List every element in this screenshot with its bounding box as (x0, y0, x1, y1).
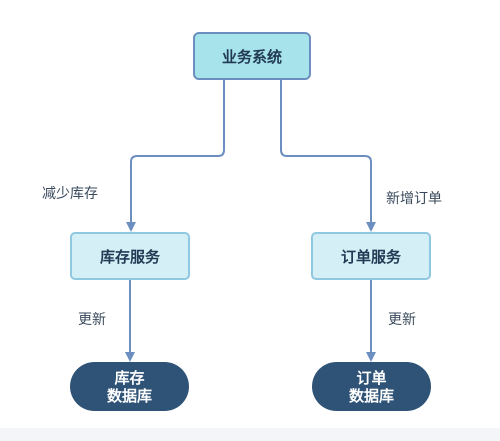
node-business-system: 业务系统 (193, 32, 311, 80)
edge-business-to-order-service (280, 80, 376, 232)
node-order-database-line1: 订单 (356, 368, 387, 387)
node-inventory-database-line1: 库存 (114, 368, 145, 387)
edge-label-add-order: 新增订单 (386, 191, 442, 207)
node-order-service: 订单服务 (311, 232, 431, 280)
node-inventory-service: 库存服务 (70, 232, 190, 280)
edge-business-to-inventory-service (126, 80, 225, 232)
edge-label-reduce-inventory: 减少库存 (42, 186, 98, 202)
node-inventory-service-label: 库存服务 (99, 247, 160, 266)
node-order-service-label: 订单服务 (340, 247, 401, 266)
bottom-strip (0, 428, 500, 441)
edge-label-inventory-update: 更新 (78, 312, 106, 328)
node-inventory-database-line2: 数据库 (106, 386, 152, 405)
edge-label-order-update: 更新 (388, 312, 416, 328)
node-order-database: 订单 数据库 (312, 362, 431, 411)
node-inventory-database: 库存 数据库 (70, 362, 189, 411)
node-business-system-label: 业务系统 (221, 47, 282, 66)
node-order-database-line2: 数据库 (348, 386, 394, 405)
